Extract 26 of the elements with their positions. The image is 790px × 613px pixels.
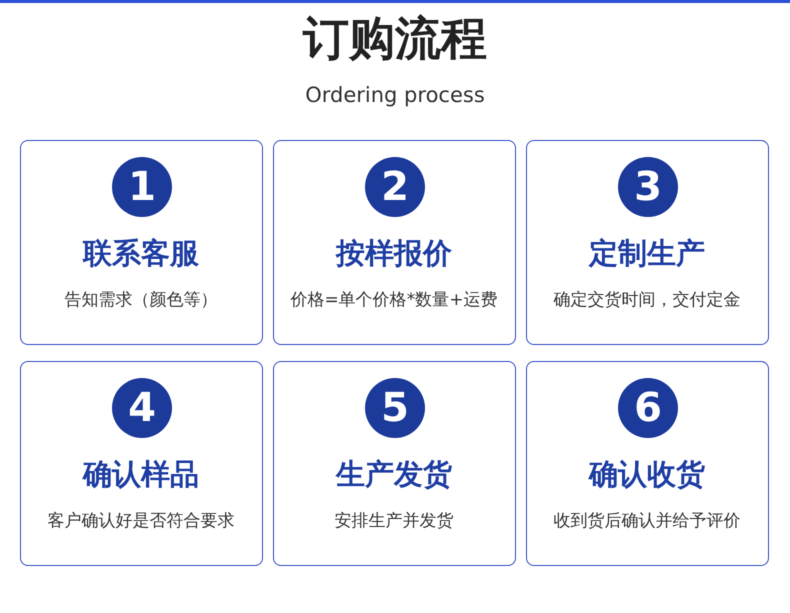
step-card [20,140,263,345]
step-title: 生产发货 [334,456,453,493]
subtitle: Ordering process [304,82,486,109]
step-description: 收到货后确认并给予评价 [552,510,742,533]
step-description: 安排生产并发货 [334,510,454,533]
step-number-circle: 1 [112,157,172,217]
step-card [526,361,769,566]
step-card [20,361,263,566]
step-number-circle: 5 [365,378,425,438]
step-number-circle: 4 [112,378,172,438]
step-card [273,140,516,345]
page-title: 订购流程 [302,10,488,67]
step-title: 确认样品 [81,456,200,493]
step-title: 联系客服 [81,235,200,272]
step-description: 客户确认好是否符合要求 [46,510,236,533]
step-title: 定制生产 [588,235,706,272]
step-card [526,140,769,345]
step-title: 确认收货 [587,456,706,493]
step-description: 告知需求（颜色等） [64,289,218,312]
step-number-circle: 2 [365,157,425,217]
step-card [273,361,516,566]
step-title: 按样报价 [334,235,453,272]
step-description: 确定交货时间，交付定金 [552,289,742,312]
step-description: 价格=单个价格*数量+运费 [290,289,498,312]
step-number-circle: 3 [618,157,678,217]
step-number-circle: 6 [618,378,678,438]
